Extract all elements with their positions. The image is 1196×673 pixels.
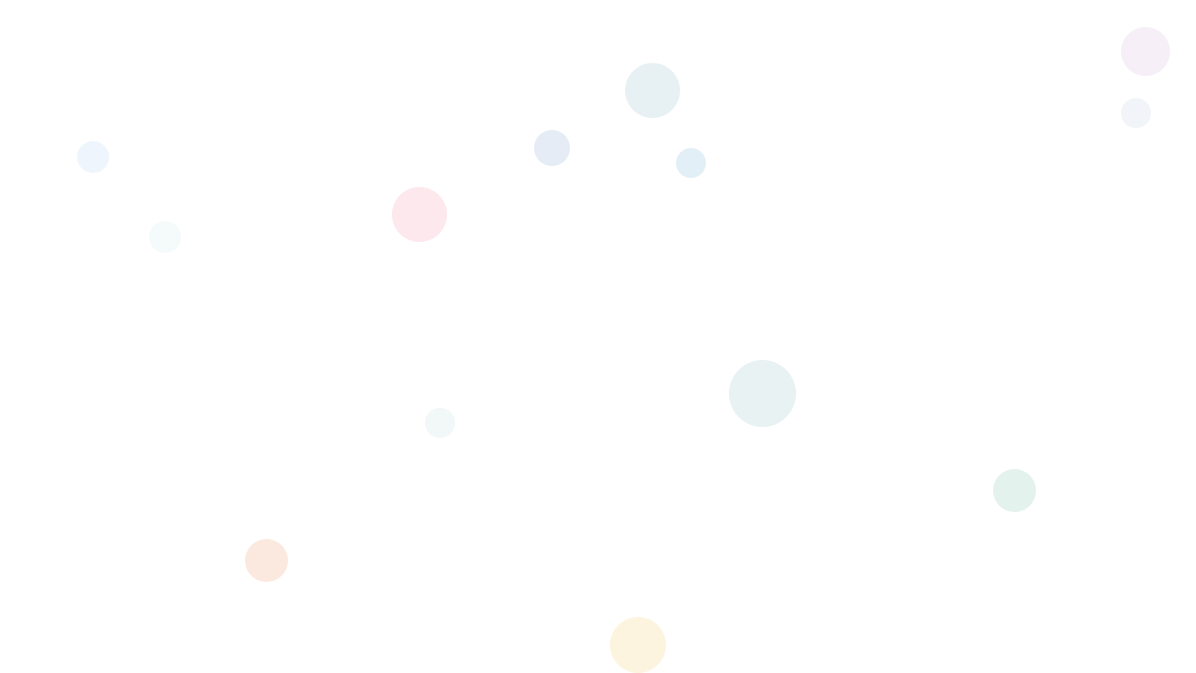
decorative-bubble [676, 148, 706, 178]
decorative-bubble [392, 187, 447, 242]
decorative-bubble [1121, 27, 1170, 76]
decorative-bubble [729, 360, 796, 427]
decorative-bubble [1121, 98, 1151, 128]
decorative-bubble [625, 63, 680, 118]
decorative-bubble [534, 130, 570, 166]
decorative-bubble [77, 141, 109, 173]
decorative-bubble [245, 539, 288, 582]
decorative-bubble [425, 408, 455, 438]
decorative-bubble [610, 617, 666, 673]
decorative-bubble [993, 469, 1036, 512]
decorative-bubble [149, 221, 181, 253]
